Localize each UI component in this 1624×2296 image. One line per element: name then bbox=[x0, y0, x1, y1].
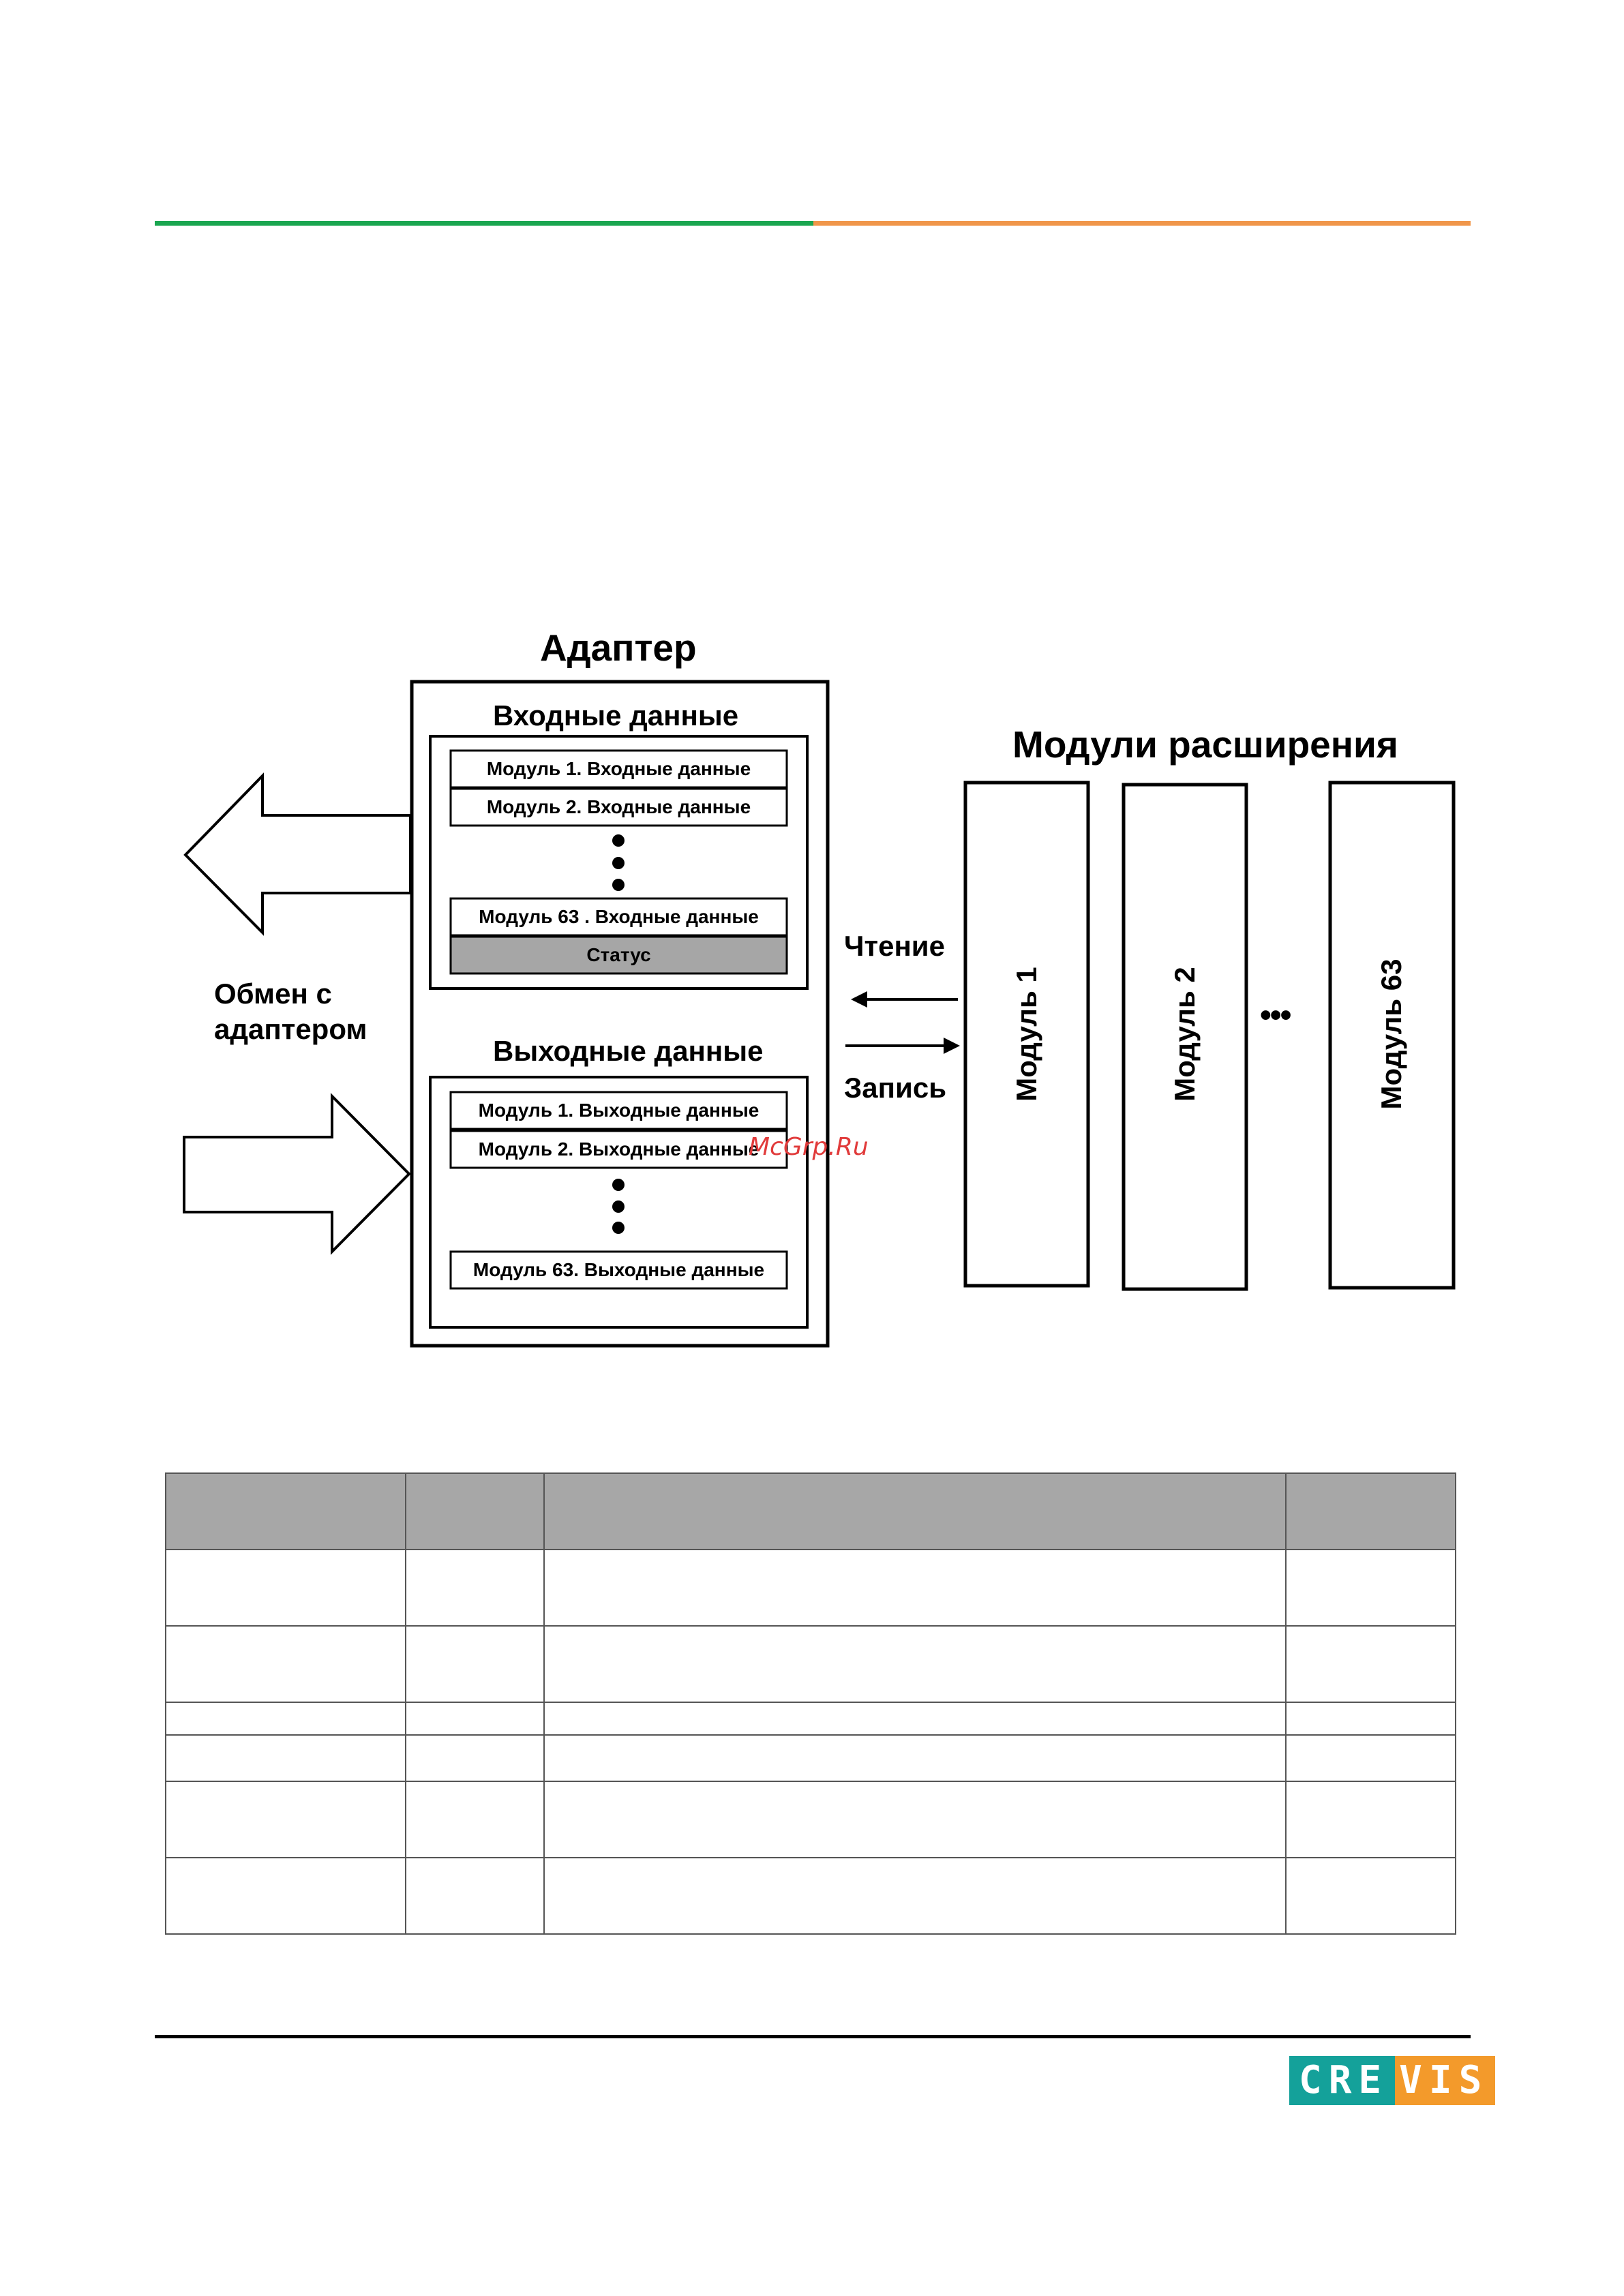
input-row-2: Модуль 2. Входные данные bbox=[486, 796, 751, 817]
table-cell bbox=[543, 1702, 1287, 1736]
status-row: Статус bbox=[586, 944, 651, 965]
table-cell bbox=[404, 1549, 545, 1627]
table-row bbox=[165, 1549, 1456, 1627]
module-63-label: Модуль 63 bbox=[1375, 958, 1407, 1110]
table-cell bbox=[1285, 1781, 1456, 1858]
module-1-box bbox=[963, 781, 1090, 1288]
table-cell bbox=[543, 1781, 1287, 1858]
table-cell bbox=[404, 1702, 545, 1736]
header-rule-green bbox=[155, 221, 813, 226]
read-label: Чтение bbox=[844, 930, 945, 962]
table-cell bbox=[1285, 1702, 1456, 1736]
table-cell bbox=[165, 1625, 406, 1703]
output-dot bbox=[612, 1200, 625, 1213]
table-cell bbox=[404, 1734, 545, 1782]
diagram-shapes bbox=[183, 680, 1456, 1348]
table-cell bbox=[165, 1857, 406, 1935]
input-row-63: Модуль 63 . Входные данные bbox=[479, 906, 759, 927]
write-arrow-head bbox=[944, 1038, 960, 1054]
module-1-label: Модуль 1 bbox=[1010, 967, 1042, 1102]
logo-part-orange: VIS bbox=[1395, 2056, 1496, 2105]
output-dot bbox=[612, 1222, 625, 1234]
input-dot bbox=[612, 879, 625, 891]
input-row-63-box bbox=[449, 897, 788, 937]
output-dot bbox=[612, 1179, 625, 1191]
module-2-box bbox=[1122, 783, 1248, 1291]
adapter-diagram: Адаптер Входные данные Модуль 1. Входные… bbox=[183, 626, 1456, 1348]
table-cell bbox=[543, 1625, 1287, 1703]
table-row bbox=[165, 1625, 1456, 1703]
table-cell bbox=[543, 1549, 1287, 1627]
table-cell bbox=[1285, 1625, 1456, 1703]
table-cell bbox=[404, 1625, 545, 1703]
crevis-logo: CRE VIS bbox=[1289, 2056, 1496, 2105]
module-2-label: Модуль 2 bbox=[1169, 967, 1201, 1102]
table-row bbox=[165, 1734, 1456, 1782]
modules-ellipsis: ••• bbox=[1260, 997, 1291, 1033]
table-header-cell bbox=[1285, 1472, 1456, 1550]
output-section-title: Выходные данные bbox=[493, 1035, 764, 1067]
table-row bbox=[165, 1702, 1456, 1736]
output-row-1: Модуль 1. Выходные данные bbox=[478, 1100, 760, 1121]
read-arrow-big bbox=[183, 772, 412, 936]
table-cell bbox=[543, 1734, 1287, 1782]
table-row bbox=[165, 1781, 1456, 1858]
write-arrow-big bbox=[183, 1093, 411, 1255]
table-header-cell bbox=[543, 1472, 1287, 1550]
output-row-63: Модуль 63. Выходные данные bbox=[472, 1259, 765, 1280]
table-cell bbox=[165, 1549, 406, 1627]
table-row bbox=[165, 1857, 1456, 1935]
read-arrow-head bbox=[851, 991, 867, 1008]
input-section-title: Входные данные bbox=[493, 699, 739, 731]
modules-title: Модули расширения bbox=[1012, 723, 1398, 766]
output-row-63-box bbox=[449, 1250, 788, 1290]
input-row-1-box bbox=[449, 749, 788, 789]
output-row-2-box bbox=[449, 1130, 788, 1169]
output-row-1-box bbox=[449, 1091, 788, 1130]
input-dot bbox=[612, 857, 625, 869]
input-row-1: Модуль 1. Входные данные bbox=[486, 758, 751, 779]
write-label: Запись bbox=[844, 1072, 947, 1104]
table-header-row bbox=[165, 1472, 1456, 1550]
input-dot bbox=[612, 834, 625, 847]
adapter-title: Адаптер bbox=[540, 626, 697, 669]
table-cell bbox=[404, 1781, 545, 1858]
footer-rule bbox=[155, 2035, 1471, 2038]
table-cell bbox=[1285, 1549, 1456, 1627]
table-cell bbox=[1285, 1857, 1456, 1935]
table-header-cell bbox=[165, 1472, 406, 1550]
watermark: McGrp.Ru bbox=[749, 1133, 869, 1161]
status-row-box bbox=[449, 935, 788, 975]
output-row-2: Модуль 2. Выходные данные bbox=[478, 1138, 760, 1160]
logo-part-teal: CRE bbox=[1289, 2056, 1396, 2105]
table-header-cell bbox=[404, 1472, 545, 1550]
table-cell bbox=[165, 1702, 406, 1736]
spec-table bbox=[165, 1472, 1456, 1935]
exchange-label-line2: адаптером bbox=[214, 1013, 367, 1045]
table-cell bbox=[404, 1857, 545, 1935]
table-cell bbox=[1285, 1734, 1456, 1782]
table-cell bbox=[165, 1734, 406, 1782]
input-row-2-box bbox=[449, 787, 788, 827]
header-rule-orange bbox=[813, 221, 1471, 226]
exchange-label-line1: Обмен с bbox=[214, 978, 332, 1010]
module-63-box bbox=[1328, 781, 1456, 1290]
table-cell bbox=[543, 1857, 1287, 1935]
table-cell bbox=[165, 1781, 406, 1858]
